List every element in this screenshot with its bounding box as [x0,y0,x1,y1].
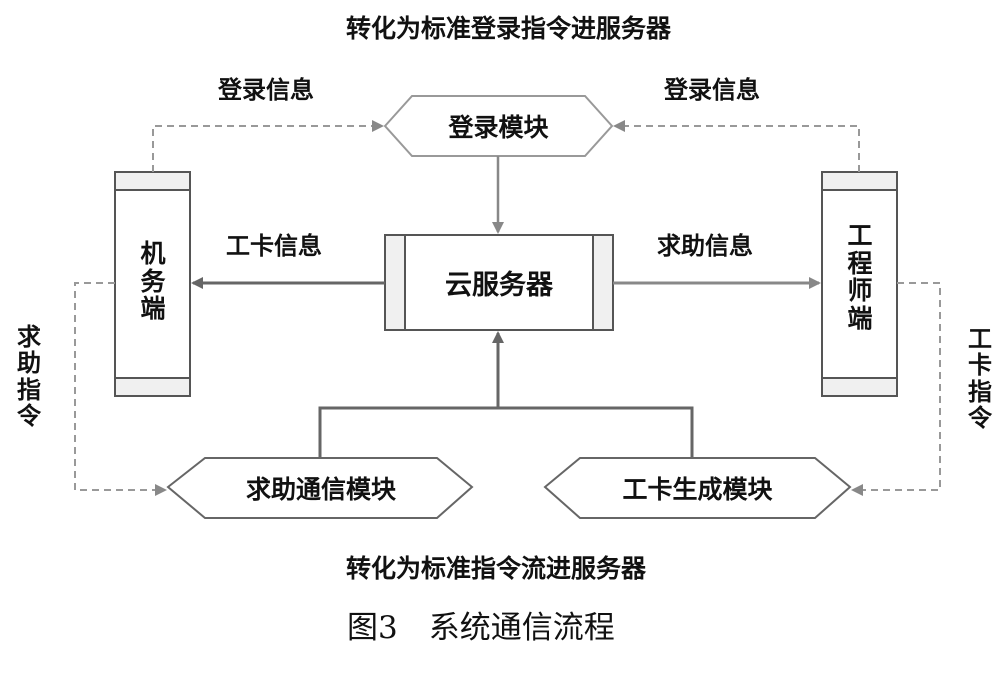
cloud-server-label: 云服务器 [445,270,553,301]
login-module-label: 登录模块 [448,113,549,142]
help-info-label: 求助信息 [657,232,753,260]
help-comm-module-label: 求助通信模块 [245,475,396,504]
help-comm-module-shape [166,457,474,519]
engineer-terminal-label: 工程师端 [847,221,873,333]
machine-terminal-label: 机务端 [140,239,166,323]
card-info-label: 工卡信息 [226,232,322,260]
card-gen-module-label: 工卡生成模块 [622,475,773,504]
card-gen-module-shape [543,457,852,519]
card-cmd-label: 工卡指令 [968,325,992,433]
bottom-text: 转化为标准指令流进服务器 [346,554,647,583]
help-cmd-label: 求助指令 [17,323,41,431]
login-module-shape [383,95,614,157]
cloud-server-box [384,234,614,331]
machine-terminal-box [114,171,191,397]
figure-caption: 图3 系统通信流程 [347,610,615,646]
login-info-left-label: 登录信息 [218,76,314,104]
engineer-terminal-box [821,171,898,397]
top-text: 转化为标准登录指令进服务器 [346,14,672,43]
login-info-right-label: 登录信息 [664,76,760,104]
